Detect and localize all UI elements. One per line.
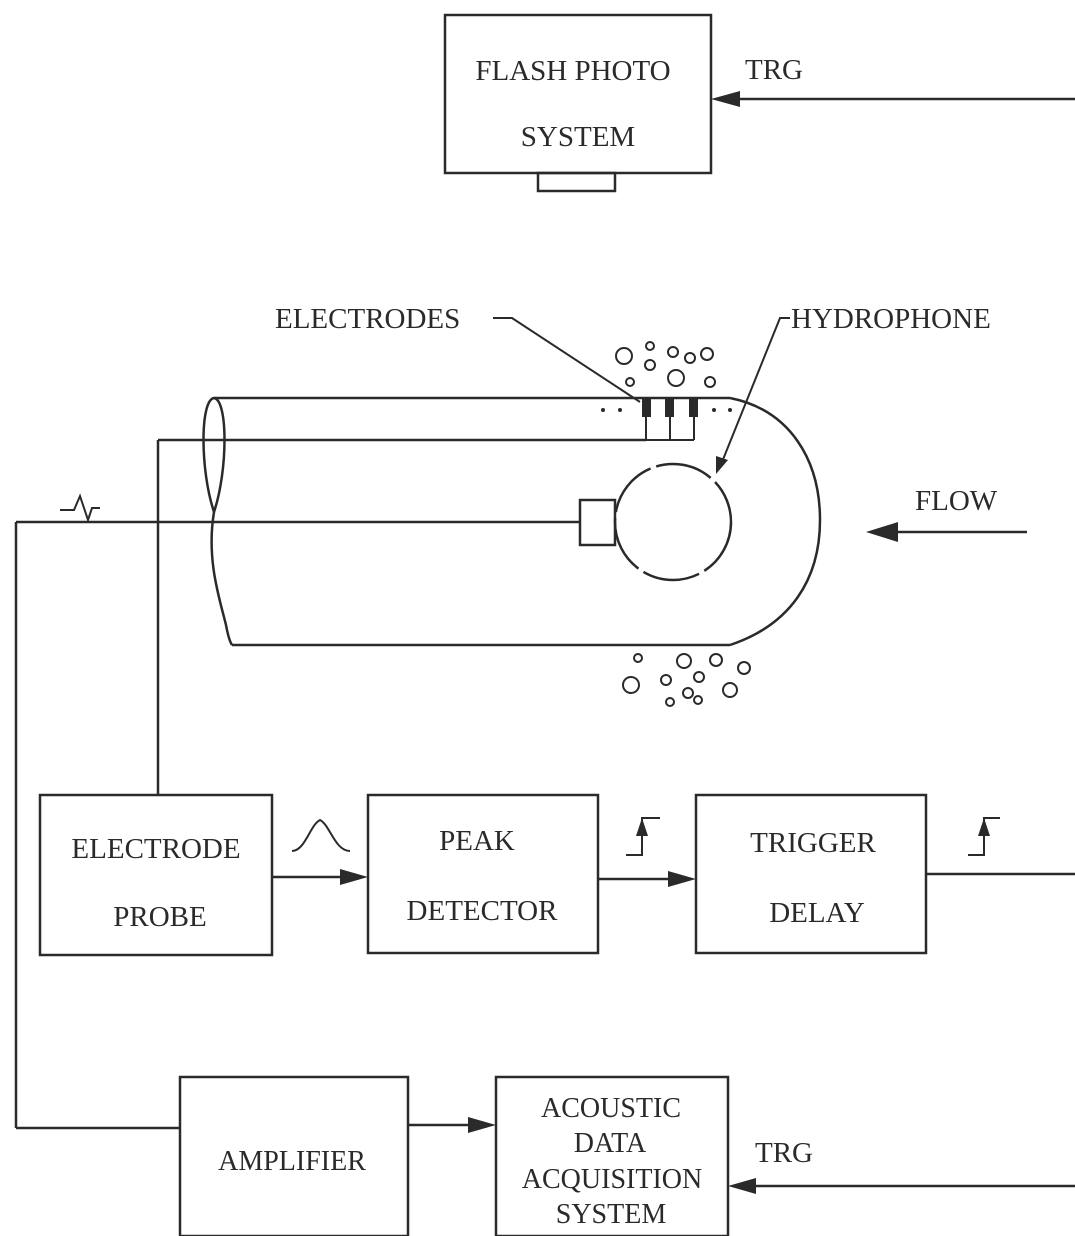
hydrophone-leader (721, 317, 790, 463)
peak-detector-label-1: PEAK (439, 825, 515, 857)
bubbles-bottom (622, 653, 751, 707)
acoustic-daq-block: ACOUSTIC DATA ACQUISITION SYSTEM (494, 1075, 730, 1236)
trigger-delay-label-1: TRIGGER (750, 827, 876, 859)
flash-photo-system-label-1: FLASH PHOTO (475, 55, 670, 87)
acoustic-daq-label-1: ACOUSTIC (541, 1093, 681, 1124)
electrodes (642, 399, 698, 441)
amp-to-daq-arrow (468, 1117, 496, 1133)
probe-to-peak-arrow (340, 869, 368, 885)
trigger-delay-block: TRIGGER DELAY (694, 793, 928, 955)
hydrophone-leader-arrow (716, 456, 728, 474)
amplifier-label: AMPLIFIER (218, 1146, 366, 1177)
flash-photo-system-label-2: SYSTEM (521, 121, 635, 153)
flash-photo-system-block: FLASH PHOTO SYSTEM (443, 13, 713, 193)
step-icon-1-arrow (636, 818, 648, 836)
peak-to-trigger-arrow (668, 871, 696, 887)
acoustic-daq-label-3: ACQUISITION (522, 1164, 702, 1195)
electrode-probe-block: ELECTRODE PROBE (38, 793, 274, 957)
step-icon-1 (626, 817, 660, 856)
test-body (202, 396, 822, 647)
step-icon-2-arrow (978, 818, 990, 836)
trg-top-label: TRG (745, 54, 803, 86)
acoustic-daq-label-4: SYSTEM (556, 1199, 667, 1230)
pulse-icon (291, 818, 351, 852)
amplifier-block: AMPLIFIER (178, 1075, 410, 1236)
peak-detector-block: PEAK DETECTOR (366, 793, 600, 955)
trg-bottom-label: TRG (755, 1137, 813, 1169)
trg-bottom-arrow (728, 1178, 756, 1194)
flow-arrow-icon (866, 522, 898, 542)
cable-break-icon (60, 493, 100, 524)
electrodes-label: ELECTRODES (275, 303, 460, 335)
flow-label: FLOW (915, 485, 998, 517)
step-icon-2 (968, 817, 1000, 856)
electrode-probe-label-2: PROBE (113, 901, 206, 933)
acoustic-daq-label-2: DATA (574, 1128, 647, 1159)
hydrophone (578, 462, 733, 582)
electrode-probe-label-1: ELECTRODE (71, 833, 240, 865)
electrodes-leader (493, 317, 641, 403)
trg-top-arrow (711, 91, 740, 107)
hydrophone-label: HYDROPHONE (791, 303, 991, 335)
peak-detector-label-2: DETECTOR (407, 895, 559, 927)
trigger-delay-label-2: DELAY (769, 897, 865, 929)
bubbles-top (615, 341, 716, 388)
